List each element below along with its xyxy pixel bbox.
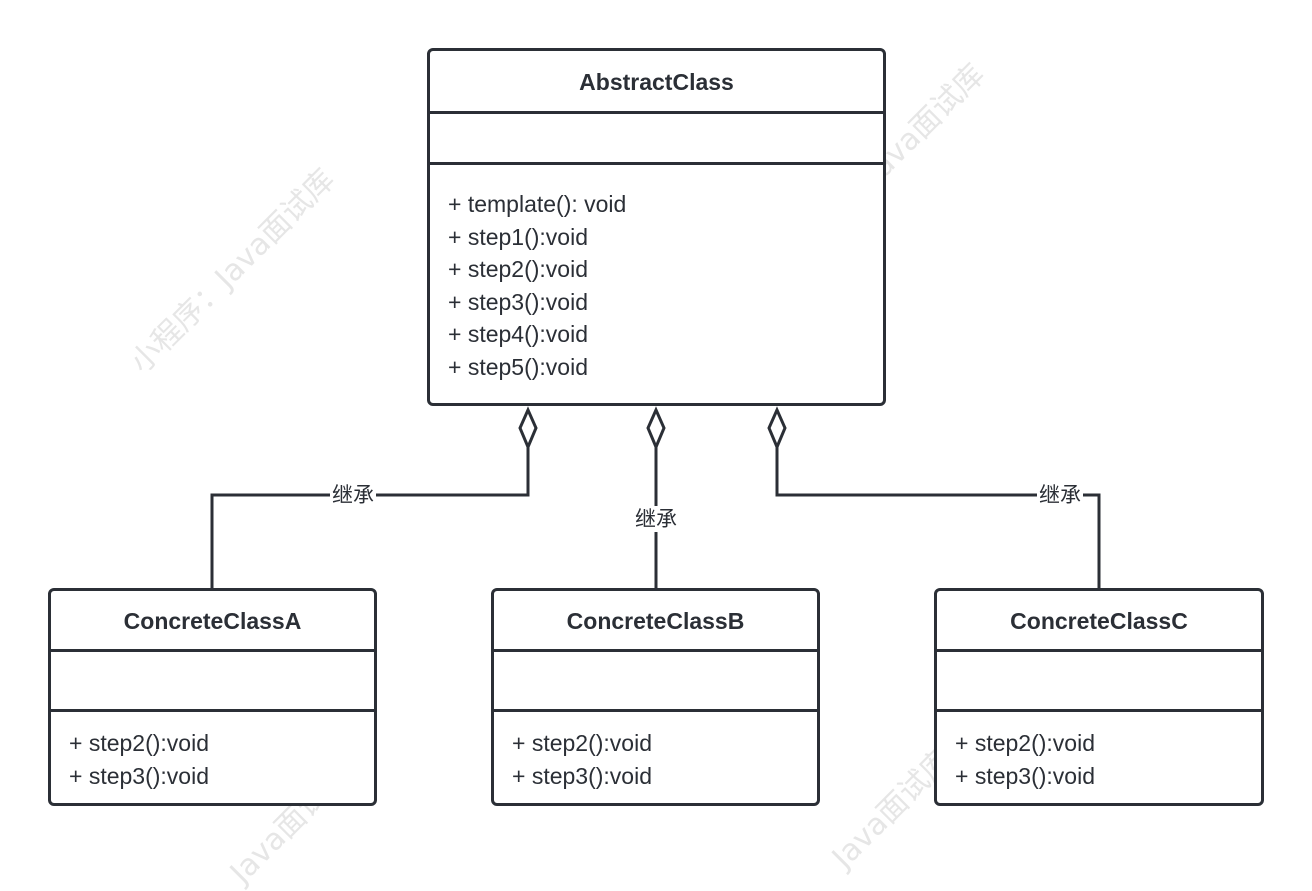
class-name: ConcreteClassC [937, 591, 1261, 652]
method-step3: + step3():void [448, 288, 588, 315]
class-methods-section: + step2():void + step3():void [51, 712, 374, 793]
relation-a-line [210, 447, 530, 588]
method-step4: + step4():void [448, 321, 588, 347]
class-name: ConcreteClassA [51, 591, 374, 652]
class-attributes-section [937, 652, 1261, 712]
concrete-class-c-box[interactable]: ConcreteClassC + step2():void + step3():… [934, 588, 1264, 806]
relation-c-line [775, 447, 1101, 588]
relation-a-label: 继承 [330, 482, 376, 508]
method-step3: + step3():void [512, 763, 652, 789]
relation-c-label: 继承 [1037, 482, 1083, 508]
method-template: + template(): void [448, 191, 627, 217]
method-step2: + step2():void [512, 730, 652, 756]
relation-a-aggregation-diamond [518, 406, 538, 451]
class-attributes-section [430, 114, 883, 165]
class-methods-section: + template(): void + step1():void + step… [430, 165, 883, 383]
concrete-class-a-box[interactable]: ConcreteClassA + step2():void + step3():… [48, 588, 377, 806]
class-methods-section: + step2():void + step3():void [937, 712, 1261, 793]
class-name: AbstractClass [430, 51, 883, 114]
method-step1: + step1():void [448, 223, 588, 250]
method-step2: + step2():void [955, 730, 1095, 756]
method-step3: + step3():void [955, 763, 1095, 789]
relation-b [646, 406, 666, 588]
relation-b-aggregation-diamond [646, 406, 666, 451]
class-attributes-section [51, 652, 374, 712]
relation-b-label: 继承 [633, 506, 679, 532]
relation-c [767, 406, 1101, 588]
method-step2: + step2():void [69, 730, 209, 756]
concrete-class-b-box[interactable]: ConcreteClassB + step2():void + step3():… [491, 588, 820, 806]
method-step3: + step3():void [69, 763, 209, 789]
class-attributes-section [494, 652, 817, 712]
relation-c-aggregation-diamond [767, 406, 787, 451]
uml-class-diagram: 小程序：Java面试库 小程序：Java面试库 Java面试库 Java面试库 … [48, 48, 1264, 890]
class-methods-section: + step2():void + step3():void [494, 712, 817, 793]
method-step5: + step5():void [448, 353, 588, 380]
method-step2: + step2():void [448, 256, 588, 282]
abstract-class-box[interactable]: AbstractClass + template(): void + step1… [427, 48, 886, 406]
class-name: ConcreteClassB [494, 591, 817, 652]
